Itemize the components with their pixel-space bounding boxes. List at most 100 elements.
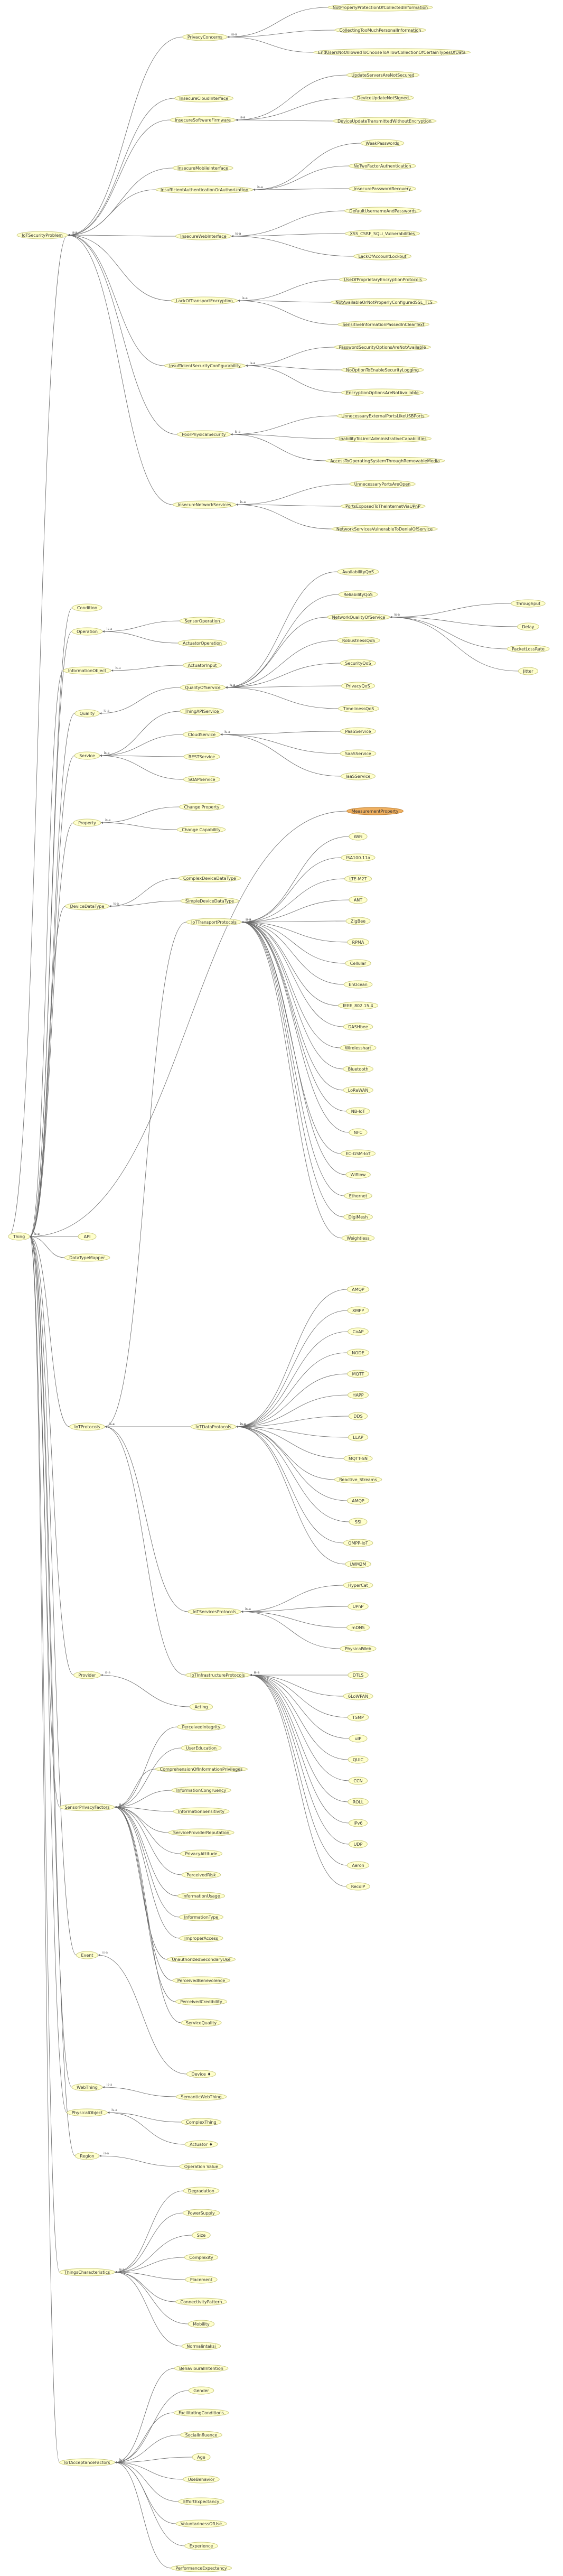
node-availabilityqos[interactable]: AvailabilityQoS [337,568,379,576]
node-informationcongruency[interactable]: InformationCongruency [171,1786,231,1794]
node-devicedatatype[interactable]: DeviceDataType [65,902,109,910]
node-wifilow[interactable]: Wifilow [345,1170,371,1179]
node-privacyqos[interactable]: PrivacyQoS [341,682,376,690]
node-condition[interactable]: Condition [72,603,102,612]
node-usereducation[interactable]: UserEducation [181,1744,222,1752]
node-insufficientauthenticationorauthorization[interactable]: InsufficientAuthenticationOrAuthorizatio… [155,185,254,194]
node-delay[interactable]: Delay [517,622,539,631]
node-thingscharacteristics[interactable]: ThingsCharacteristics [59,2268,115,2276]
node-hypercat[interactable]: HyperCat [343,1581,373,1589]
node-thing[interactable]: Thing [8,1232,30,1241]
node-facilitatingconditions[interactable]: FacilitatingConditions [173,2408,229,2417]
node-provider[interactable]: Provider [73,1671,101,1679]
node-dtls[interactable]: DTLS [348,1671,369,1679]
node-notavailableornotproperlyconfiguredssl-tls[interactable]: NotAvailableOrNotProperlyConfiguredSSL_T… [330,298,438,306]
node-lackoftransportencryption[interactable]: LackOfTransportEncryption [171,296,238,305]
node-ssi[interactable]: SSI [349,1518,368,1526]
node-changeproperty[interactable]: Change Property [179,803,225,811]
node-service[interactable]: Service [74,751,100,760]
node-iottransportprotocols[interactable]: IoTTransportProtocols [186,918,242,926]
node-happ[interactable]: HAPP [347,1391,369,1399]
node-insecurepasswordrecovery[interactable]: InsecurePasswordRecovery [349,184,416,193]
node-securityqos[interactable]: SecurityQoS [340,659,377,667]
node-wifi[interactable]: WiFi [349,832,368,841]
node-restservice[interactable]: RESTService [183,752,220,761]
node-throughput[interactable]: Throughput [511,599,546,608]
node-behaviouralintention[interactable]: BehaviouralIntention [174,2364,229,2373]
node-age[interactable]: Age [192,2453,211,2461]
node-device[interactable]: Device ♦ [186,2070,217,2078]
node-defaultusernameandpasswords[interactable]: DefaultUsernameAndPasswords [344,207,422,215]
node-lorawan[interactable]: LoRaWAN [343,1086,373,1094]
node-weakpasswords[interactable]: WeakPasswords [360,139,405,147]
node-performanceexpectancy[interactable]: PerformanceExpectancy [170,2564,232,2572]
node-perceivedintegrity[interactable]: PerceivedIntegrity [177,1723,226,1731]
node-usebehavior[interactable]: UseBehavior [183,2475,220,2484]
node-endusersnotallowedtochoosetoallowcollectionofcertaintypesofdata[interactable]: EndUsersNotAllowedToChooseToAllowCollect… [313,48,471,57]
node-sensoroperation[interactable]: SensorOperation [179,617,226,625]
node-socialinfluence[interactable]: SocialInfluence [180,2431,222,2439]
node-isa100-11a[interactable]: ISA100.11a [341,853,376,862]
node-measurementproperty[interactable]: MeasurementProperty [346,807,404,815]
node-mqtt[interactable]: MQTT [347,1370,369,1378]
node-insecuresoftwarefirmware[interactable]: InsecureSoftwareFirmware [170,116,236,124]
node-networkqualityofservice[interactable]: NetworkQualityOfService [327,613,390,621]
node-rpma[interactable]: RPMA [347,938,369,946]
node-ccn[interactable]: CCN [348,1777,368,1785]
node-uip[interactable]: uIP [349,1734,368,1743]
node-saasservice[interactable]: SaaSService [340,749,377,758]
node-ethernet[interactable]: Ethernet [344,1192,372,1200]
node-perceivedbenevolence[interactable]: PerceivedBenevolence [172,1976,230,1985]
node-ec-gsm-iot[interactable]: EC-GSM-IoT [340,1149,376,1158]
node-complexity[interactable]: Complexity [184,2253,219,2262]
node-complexthing[interactable]: ComplexThing [181,2118,222,2126]
node-powersupply[interactable]: PowerSupply [182,2209,220,2217]
node-operation[interactable]: Operation [71,627,103,636]
node-perceivedrisk[interactable]: PerceivedRisk [181,1871,221,1879]
node-gender[interactable]: Gender [188,2386,214,2395]
node-quic[interactable]: QUIC [348,1755,369,1764]
node-normalintaksi[interactable]: Normalintaksi [181,2342,221,2350]
node-networkservicesvulnerabletodenialofservice[interactable]: NetworkServicesVulnerableToDenialOfServi… [331,525,438,533]
node-collectingtoomuchpersonalinformation[interactable]: CollectingTooMuchPersonalInformation [334,26,426,34]
node-iotsecurityproblem[interactable]: IoTSecurityProblem [16,231,68,239]
node-placement[interactable]: Placement [185,2275,218,2284]
node-changecapability[interactable]: Change Capability [176,825,226,834]
node-experience[interactable]: Experience [184,2542,218,2550]
node-voluntarinessofuse[interactable]: VoluntarinessOfUse [175,2519,227,2528]
node-inabilitytolimitadministrativecapabilities[interactable]: InabilityToLimitAdministrativeCapabiliti… [334,434,432,443]
node-iotacceptancefactors[interactable]: IoTAcceptanceFactors [59,2458,115,2467]
node-mqtt-sn[interactable]: MQTT-SN [343,1454,373,1463]
node-reliabilityqos[interactable]: ReliabilityQoS [338,590,378,599]
node-unauthorizedsecondaryuse[interactable]: UnauthorizedSecondaryUse [166,1955,236,1964]
node-dds[interactable]: DDS [348,1412,368,1420]
node-operationvalue[interactable]: Operation Value [179,2162,223,2171]
node-privacyconcerns[interactable]: PrivacyConcerns [182,33,228,41]
node-iotprotocols[interactable]: IoTProtocols [69,1422,105,1431]
node-complexdevicedatatype[interactable]: ComplexDeviceDataType [178,874,241,882]
node-udp[interactable]: UDP [349,1840,368,1848]
node-wirelesshart[interactable]: Wirelesshart [340,1044,377,1052]
node-useofproprietaryencryptionprotocols[interactable]: UseOfProprietaryEncryptionProtocols [339,275,427,284]
node-acting[interactable]: Acting [189,1703,213,1711]
node-bluetooth[interactable]: Bluetooth [343,1065,373,1073]
node-insufficientsecurityconfigurability[interactable]: InsufficientSecurityConfigurability [164,361,246,370]
node-soapservice[interactable]: SOAPService [183,775,221,784]
node-enocean[interactable]: EnOcean [343,980,373,989]
node-lte-m2t[interactable]: LTE-M2T [344,875,372,883]
node-datatypemapper[interactable]: DataTypeMapper [64,1253,110,1262]
node-iotinfrastructureprotocols[interactable]: IoTInfrastructureProtocols [185,1671,250,1679]
node-physicalobject[interactable]: PhysicalObject [67,2108,108,2117]
node-semanticwebthing[interactable]: SemanticWebThing [175,2093,227,2101]
node-cellular[interactable]: Cellular [345,959,371,968]
node-deviceupdatenotsigned[interactable]: DeviceUpdateNotSigned [352,94,414,102]
node-notwofactorauthentication[interactable]: NoTwoFactorAuthentication [348,162,417,170]
node-tsmp[interactable]: TSMP [347,1713,369,1722]
node-sensitiveinformationpassedincleartext[interactable]: SensitiveInformationPassedInClearText [337,320,430,329]
node-upnp[interactable]: UPnP [348,1602,369,1611]
node-timelinessqos[interactable]: TimelinessQoS [338,704,379,713]
node-node[interactable]: NODE [346,1349,370,1357]
node-xss-csrf-sqli-vulnerabilities[interactable]: XSS_CSRF_SQLi_Vulnerabilities [344,229,420,238]
node-nooptiontoenablesecuritylogging[interactable]: NoOptionToEnableSecurityLogging [341,366,424,374]
node-insecurecloudinterface[interactable]: InsecureCloudInterface [174,94,233,103]
